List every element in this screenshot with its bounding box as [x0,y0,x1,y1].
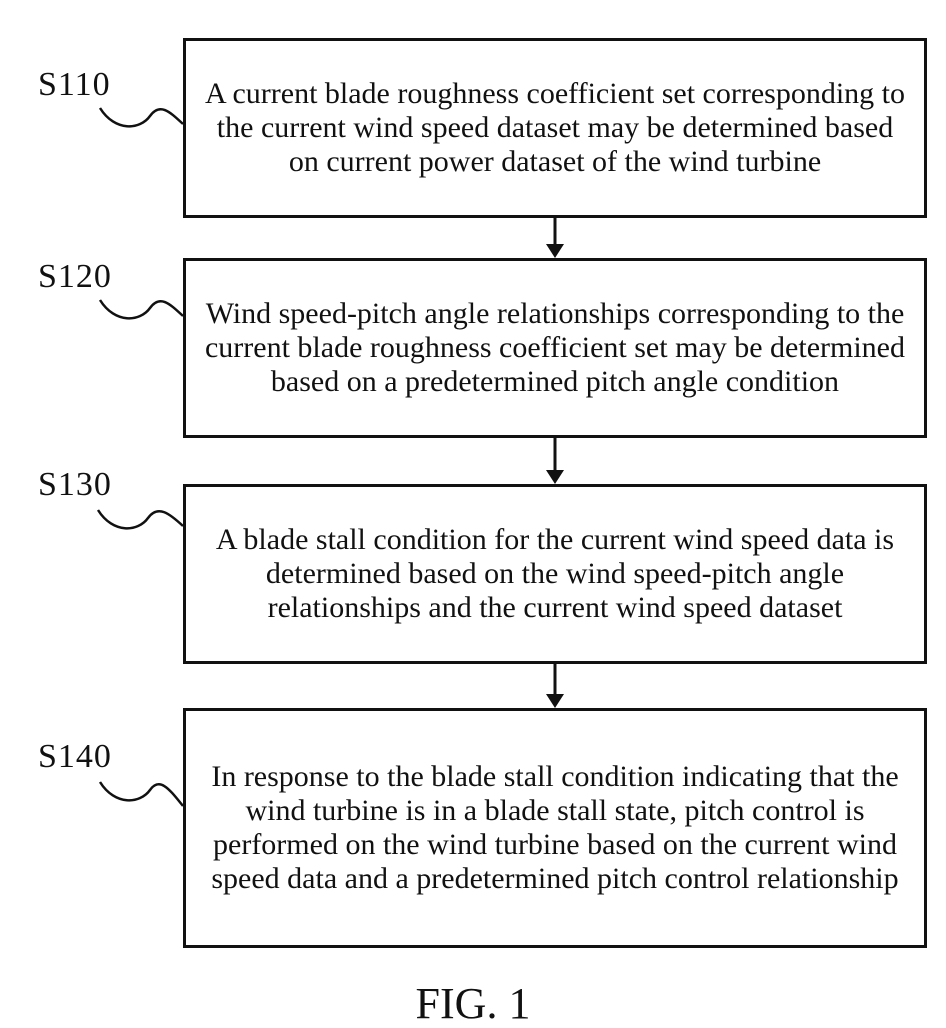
leader-line-s110 [100,108,183,126]
figure-caption: FIG. 1 [0,982,946,1026]
arrow-s120-to-s130 [546,438,564,484]
leader-line-s130 [98,510,183,528]
leader-line-s120 [100,300,183,318]
leader-line-s140 [100,782,183,806]
arrow-s130-to-s140 [546,664,564,708]
arrow-s110-to-s120 [546,218,564,258]
